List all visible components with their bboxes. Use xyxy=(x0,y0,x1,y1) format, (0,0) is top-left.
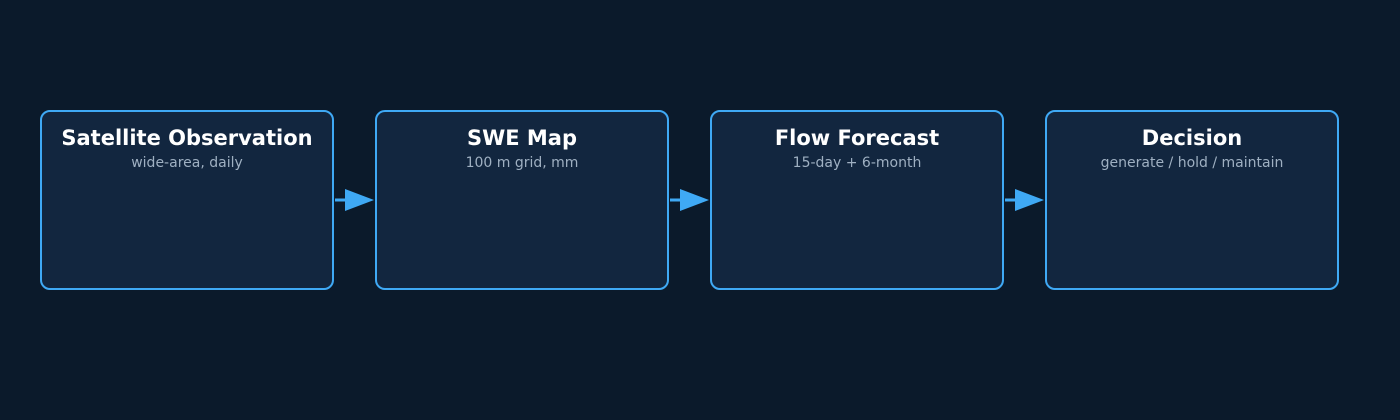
node-flow-forecast: Flow Forecast 15-day + 6-month xyxy=(710,110,1004,290)
node-subtitle: wide-area, daily xyxy=(131,155,243,171)
node-title: Flow Forecast xyxy=(774,126,940,150)
node-title: Decision xyxy=(1141,126,1243,150)
arrow-right-icon xyxy=(670,189,709,211)
node-subtitle: 100 m grid, mm xyxy=(465,155,579,171)
node-decision: Decision generate / hold / maintain xyxy=(1045,110,1339,290)
arrow-right-icon xyxy=(335,189,374,211)
node-title: SWE Map xyxy=(466,126,578,150)
node-swe-map: SWE Map 100 m grid, mm xyxy=(375,110,669,290)
node-satellite-observation: Satellite Observation wide-area, daily xyxy=(40,110,334,290)
arrow-right-icon xyxy=(1005,189,1044,211)
node-title: Satellite Observation xyxy=(61,126,313,150)
node-subtitle: generate / hold / maintain xyxy=(1100,155,1284,171)
node-subtitle: 15-day + 6-month xyxy=(792,155,922,171)
